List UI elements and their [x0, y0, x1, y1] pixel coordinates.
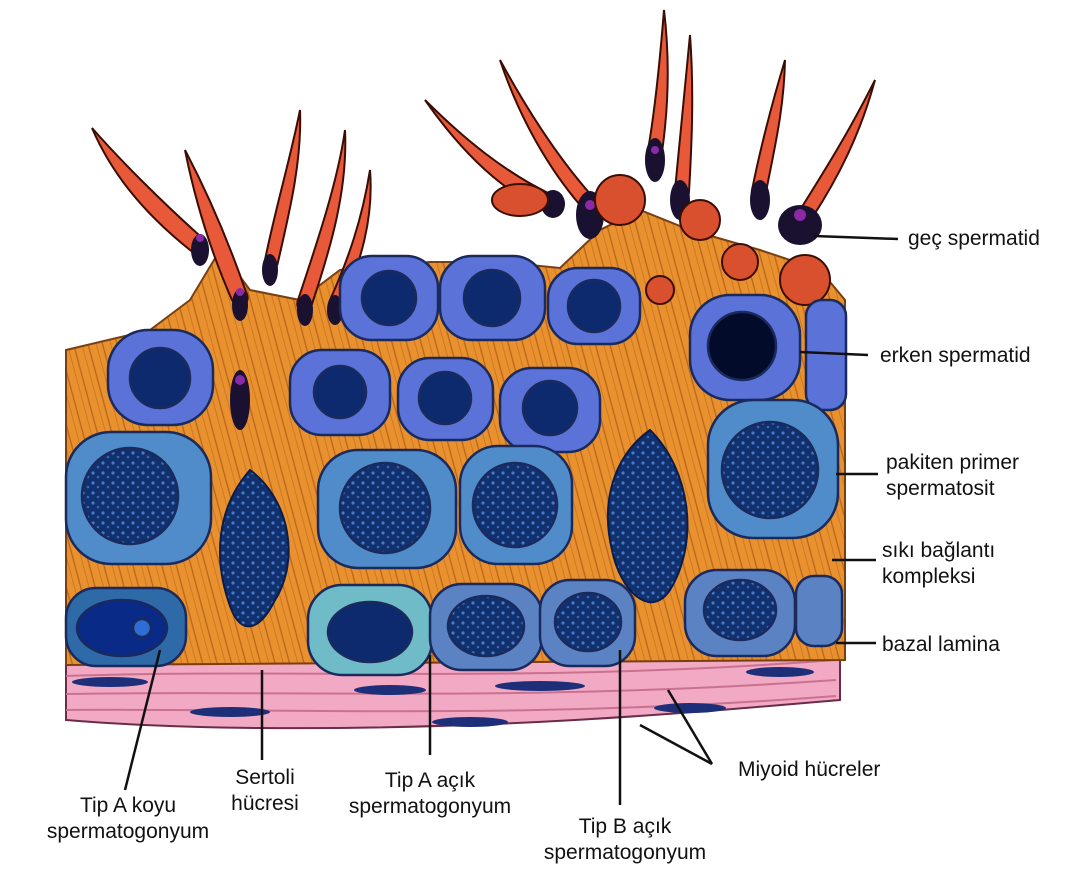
label-late-spermatid-text: geç spermatid [908, 226, 1040, 252]
label-myoid-cells: Miyoid hücreler [738, 757, 880, 783]
late-spermatid [798, 80, 875, 223]
label-sertoli-line1: Sertoli [210, 765, 320, 791]
early-spermatid [108, 330, 213, 425]
early-spermatid [340, 256, 438, 340]
label-pachytene-line2: spermatosit [886, 476, 1019, 502]
label-myoid-cells-text: Miyoid hücreler [738, 757, 880, 783]
label-type-a-light: Tip A açık spermatogonyum [330, 768, 530, 820]
spermatogonium [796, 576, 842, 646]
myoid-nucleus [432, 717, 508, 727]
myoid-nucleus [746, 667, 814, 677]
late-spermatid [675, 35, 692, 200]
late-spermatid [752, 60, 785, 200]
label-type-a-light-line1: Tip A açık [330, 768, 530, 794]
early-spermatid [440, 256, 545, 340]
label-type-b-light: Tip B açık spermatogonyum [525, 814, 725, 866]
label-basal-lamina-text: bazal lamina [882, 632, 1000, 658]
type-a-dark-spermatogonium [66, 588, 186, 666]
late-spermatid [265, 110, 301, 270]
label-type-a-dark-line1: Tip A koyu [28, 793, 228, 819]
early-spermatid [548, 268, 640, 344]
leader-late-spermatid [814, 236, 898, 239]
early-spermatid [398, 358, 493, 440]
pachytene-spermatocyte [460, 446, 572, 564]
label-tight-junction-line2: kompleksi [882, 564, 995, 590]
type-b-spermatogonium [430, 584, 542, 670]
pachytene-spermatocyte [708, 400, 838, 538]
early-spermatid [690, 295, 800, 400]
myoid-nucleus [354, 685, 426, 695]
label-tight-junction: sıkı bağlantı kompleksi [882, 538, 995, 590]
label-basal-lamina: bazal lamina [882, 632, 1000, 658]
label-pachytene-spermatocyte: pakiten primer spermatosit [886, 450, 1019, 502]
label-type-b-light-line1: Tip B açık [525, 814, 725, 840]
pachytene-spermatocyte [318, 450, 456, 568]
late-spermatid [648, 10, 668, 160]
label-sertoli: Sertoli hücresi [210, 765, 320, 817]
label-tight-junction-line1: sıkı bağlantı [882, 538, 995, 564]
label-type-a-dark: Tip A koyu spermatogonyum [28, 793, 228, 845]
pachytene-spermatocyte [66, 432, 211, 564]
label-early-spermatid-text: erken spermatid [880, 343, 1031, 369]
late-spermatid [92, 128, 207, 255]
myoid-nucleus [654, 703, 726, 713]
label-type-a-light-line2: spermatogonyum [330, 794, 530, 820]
label-late-spermatid: geç spermatid [908, 226, 1040, 252]
spermatogonium [685, 570, 795, 656]
type-a-light-spermatogonium [308, 585, 432, 675]
early-spermatid [500, 368, 600, 452]
label-type-b-light-line2: spermatogonyum [525, 840, 725, 866]
myoid-nucleus [495, 681, 585, 691]
early-spermatid [290, 350, 390, 435]
myoid-nucleus [190, 707, 270, 717]
myoid-nucleus [72, 677, 148, 687]
label-type-a-dark-line2: spermatogonyum [28, 819, 228, 845]
label-early-spermatid: erken spermatid [880, 343, 1031, 369]
label-pachytene-line1: pakiten primer [886, 450, 1019, 476]
label-sertoli-line2: hücresi [210, 791, 320, 817]
